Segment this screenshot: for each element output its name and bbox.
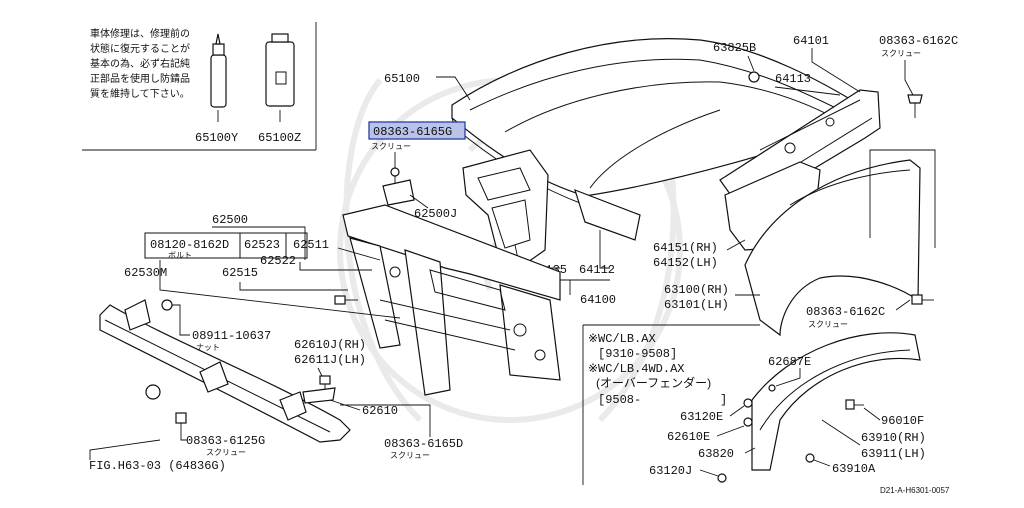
over-fender-flare <box>751 332 921 471</box>
label-63820: 63820 <box>698 447 734 461</box>
sublabel-nut: ナット <box>196 343 220 352</box>
note-line-4: 正部品を使用し防錆品 <box>90 72 190 85</box>
highlight-box[interactable] <box>368 121 466 140</box>
label-08363-6165g[interactable]: 08363-6165G <box>373 125 452 139</box>
label-62500j: 62500J <box>414 207 457 221</box>
label-63825b: 63825B <box>713 41 756 55</box>
footer-code: D21-A-H6301-0057 <box>880 486 950 495</box>
note-line-2: 状態に復元することが <box>90 42 190 55</box>
label-65100: 65100 <box>384 72 420 86</box>
label-64151-rh: 64151(RH) <box>653 241 718 255</box>
label-08363-6165d: 08363-6165D <box>384 437 463 451</box>
label-62523: 62523 <box>244 238 280 252</box>
label-63120e: 63120E <box>680 410 723 424</box>
screw-icon <box>390 167 400 186</box>
stay-62610 <box>302 387 336 404</box>
label-62610j-rh: 62610J(RH) <box>294 338 366 352</box>
variant-line-2: [9310-9508] <box>598 347 677 361</box>
sublabel-screw-1: スクリュー <box>371 142 411 151</box>
nut-icon <box>161 299 173 311</box>
label-62610: 62610 <box>362 404 398 418</box>
bumper-bolt-icon <box>145 384 161 400</box>
label-63100-rh: 63100(RH) <box>664 283 729 297</box>
label-63911-lh: 63911(LH) <box>861 447 926 461</box>
note-box: 車体修理は、修理前の 状態に復元することが 基本の為、必ず右記純 正部品を使用し… <box>82 22 317 151</box>
note-line-1: 車体修理は、修理前の <box>90 27 190 40</box>
sublabel-screw-4: スクリュー <box>206 448 246 457</box>
sublabel-screw-5: スクリュー <box>390 451 430 460</box>
label-08363-6162c-top: 08363-6162C <box>879 34 958 48</box>
label-65100y: 65100Y <box>195 131 238 145</box>
label-64113: 64113 <box>775 72 811 86</box>
label-fig-ref: FIG.H63-03 (64836G) <box>89 459 226 473</box>
sublabel-screw-3: スクリュー <box>808 320 848 329</box>
bolt-icon <box>845 399 864 410</box>
label-08911-10637: 08911-10637 <box>192 329 271 343</box>
label-62687e: 62687E <box>768 355 811 369</box>
front-bumper <box>99 299 351 443</box>
screw-icon <box>907 94 923 118</box>
label-08120-8162d: 08120-8162D <box>150 238 229 252</box>
label-64101: 64101 <box>793 34 829 48</box>
spray-can-icon <box>265 33 295 107</box>
label-64152-lh: 64152(LH) <box>653 256 718 270</box>
label-62500: 62500 <box>212 213 248 227</box>
label-08363-6162c-side: 08363-6162C <box>806 305 885 319</box>
sublabel-screw-2: スクリュー <box>881 49 921 58</box>
variant-line-6: ] <box>720 393 727 407</box>
label-64100: 64100 <box>580 293 616 307</box>
label-62522: 62522 <box>260 254 296 268</box>
hood-panel <box>451 38 869 206</box>
label-62610e: 62610E <box>667 430 710 444</box>
label-64112: 64112 <box>579 263 615 277</box>
variant-line-1: ※WC/LB.AX <box>588 332 656 346</box>
label-65100z: 65100Z <box>258 131 301 145</box>
variant-section: ※WC/LB.AX [9310-9508] ※WC/LB.4WD.AX (オーバ… <box>582 324 760 485</box>
variant-line-3: ※WC/LB.4WD.AX <box>588 362 684 376</box>
bolt-icon <box>334 295 358 305</box>
label-62530m: 62530M <box>124 266 167 280</box>
clip-icon <box>768 384 776 392</box>
label-63101-lh: 63101(LH) <box>664 298 729 312</box>
rivet-icon <box>805 453 815 463</box>
label-08363-6125g: 08363-6125G <box>186 434 265 448</box>
label-63910a: 63910A <box>832 462 876 476</box>
bracket-62500j <box>382 179 415 206</box>
clip-icon <box>743 417 753 427</box>
sealer-tube-icon <box>210 33 227 108</box>
note-line-3: 基本の為、必ず右記純 <box>90 57 190 70</box>
sublabel-bolt: ボルト <box>168 251 192 260</box>
label-62511: 62511 <box>293 238 329 252</box>
label-62515: 62515 <box>222 266 258 280</box>
label-62611j-lh: 62611J(LH) <box>294 353 366 367</box>
front-fender <box>744 159 921 337</box>
clip-icon <box>743 398 753 408</box>
screw-icon <box>175 412 187 432</box>
screw-icon <box>911 294 934 305</box>
clip-icon <box>717 473 727 483</box>
variant-line-4: (オーバーフェンダー) <box>596 375 711 390</box>
washer-icon <box>748 71 760 83</box>
radiator-core-support <box>342 204 561 396</box>
label-63910-rh: 63910(RH) <box>861 431 926 445</box>
label-63120j: 63120J <box>649 464 692 478</box>
variant-line-5: [9508- <box>598 393 641 407</box>
note-line-5: 質を維持して下さい。 <box>90 87 190 100</box>
label-96010f: 96010F <box>881 414 924 428</box>
